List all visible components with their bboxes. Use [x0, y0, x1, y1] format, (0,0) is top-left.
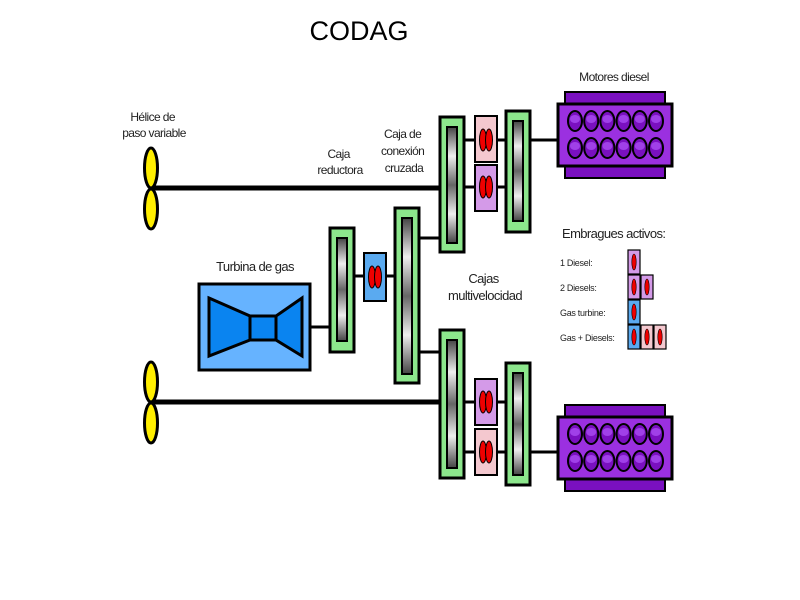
upper-clutch-pink — [474, 115, 498, 163]
engine-cylinder-highlight — [618, 455, 629, 463]
legend-row-label: 1 Diesel: — [560, 258, 592, 268]
legend-row-label: Gas turbine: — [560, 308, 605, 318]
cross-connect-label-line-3: cruzada — [385, 161, 424, 175]
engine-cylinder-highlight — [618, 142, 629, 150]
legend-clutch-diesel — [627, 274, 641, 300]
cross-connect-label-line-2: conexión — [381, 144, 424, 158]
engine-cylinder-highlight — [634, 455, 645, 463]
lower-diesel-engine-icon — [556, 404, 674, 492]
engine-cylinder-highlight — [570, 115, 580, 123]
legend-clutch-diesel — [627, 249, 641, 275]
engine-cylinder-highlight — [634, 428, 645, 436]
diesel-engines-label: Motores diesel — [579, 70, 649, 84]
engine-cylinder-highlight — [602, 455, 613, 463]
engine-bottom-bar — [564, 478, 666, 492]
legend-clutch-gas — [627, 324, 641, 350]
upper-diesel-engine-icon — [556, 91, 674, 179]
gas-turbine-label: Turbina de gas — [216, 259, 295, 274]
lower-clutch-pink — [474, 428, 498, 476]
cross-connect-label-line-1: Caja de — [384, 127, 422, 141]
upper-clutch-violet — [474, 164, 498, 212]
reduction-gearbox — [328, 226, 356, 354]
diagram-title: CODAG — [309, 16, 409, 46]
legend-row: 1 Diesel: — [560, 249, 641, 275]
lower-clutch-violet — [474, 378, 498, 426]
legend-row-label: 2 Diesels: — [560, 283, 597, 293]
propeller-label-line-2: paso variable — [122, 126, 187, 140]
legend-clutch-gas — [627, 299, 641, 325]
engine-top-bar — [564, 404, 666, 418]
upper-engine-gearbox — [504, 109, 532, 234]
legend-row: Gas turbine: — [560, 299, 641, 325]
legend-title: Embragues activos: — [562, 226, 665, 241]
engine-bottom-bar — [564, 165, 666, 179]
upper-propeller-icon — [143, 146, 159, 231]
propeller-label-line-1: Hélice de — [130, 110, 176, 124]
engine-cylinder-highlight — [570, 428, 580, 436]
engine-cylinder-highlight — [651, 115, 661, 123]
engine-cylinder-highlight — [602, 115, 613, 123]
engine-cylinder-highlight — [586, 115, 597, 123]
engine-cylinder-highlight — [634, 115, 645, 123]
lower-multispeed-gearbox — [438, 328, 466, 480]
cross-connect-gearbox — [393, 206, 421, 385]
legend-clutch-diesel — [640, 274, 654, 300]
reduction-gearbox-label-line-2: reductora — [317, 163, 363, 177]
engine-cylinder-highlight — [651, 142, 661, 150]
reduction-gearbox-label: Caja reductora — [317, 147, 363, 177]
engine-top-bar — [564, 91, 666, 105]
legend-row: Gas + Diesels: — [560, 324, 667, 350]
lower-engine-gearbox — [504, 361, 532, 487]
engine-cylinder-highlight — [602, 142, 613, 150]
engine-cylinder-highlight — [570, 455, 580, 463]
engine-cylinder-highlight — [618, 428, 629, 436]
cross-connect-label: Caja de conexión cruzada — [381, 127, 427, 175]
propeller-label: Hélice de paso variable — [122, 110, 187, 140]
legend-clutch-pink — [640, 324, 654, 350]
gas-turbine-icon — [197, 282, 312, 372]
legend-row: 2 Diesels: — [560, 274, 654, 300]
engine-cylinder-highlight — [570, 142, 580, 150]
upper-multispeed-gearbox — [438, 115, 466, 254]
engine-cylinder-highlight — [634, 142, 645, 150]
legend-row-label: Gas + Diesels: — [560, 333, 615, 343]
multispeed-label-line-2: multivelocidad — [448, 288, 522, 303]
engine-cylinder-highlight — [586, 455, 597, 463]
engine-cylinder-highlight — [586, 142, 597, 150]
reduction-gearbox-label-line-1: Caja — [327, 147, 350, 161]
engine-cylinder-highlight — [586, 428, 597, 436]
engine-cylinder-highlight — [618, 115, 629, 123]
legend-clutch-pink — [653, 324, 667, 350]
lower-propeller-icon — [143, 360, 159, 445]
engine-cylinder-highlight — [651, 455, 661, 463]
engine-cylinder-highlight — [602, 428, 613, 436]
turbine-clutch — [363, 252, 387, 302]
multispeed-label-line-1: Cajas — [468, 271, 499, 286]
engine-cylinder-highlight — [651, 428, 661, 436]
active-clutches-legend: Embragues activos: 1 Diesel: 2 Diesels: Ga… — [560, 226, 667, 350]
multispeed-gearboxes-label: Cajas multivelocidad — [448, 271, 522, 303]
